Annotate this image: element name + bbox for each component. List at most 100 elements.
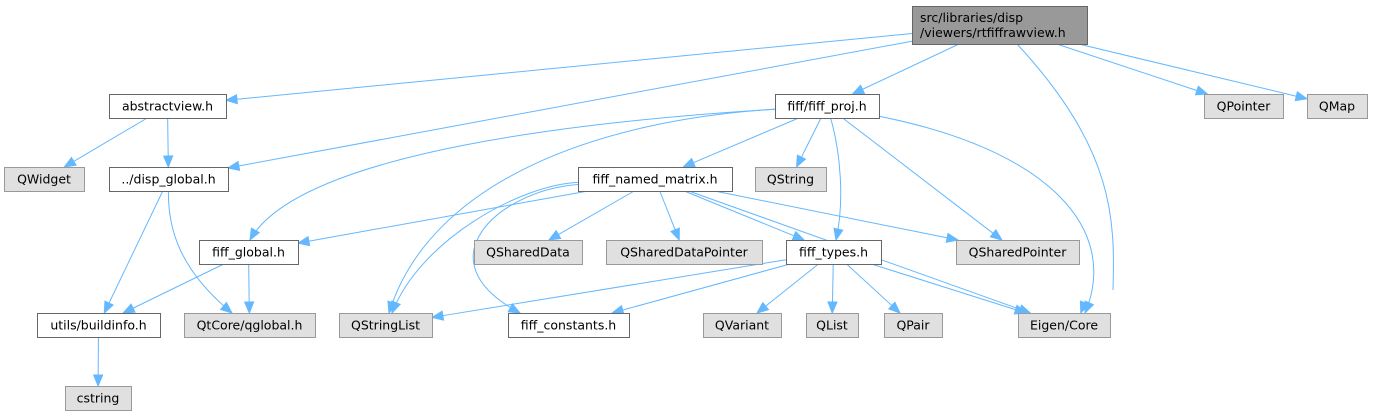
node-root[interactable]: src/libraries/disp/viewers/rtfiffrawview… [912,6,1088,45]
node-label: fiff_constants.h [521,318,616,333]
node-box [4,167,85,192]
arrowhead-icon [547,229,562,241]
node-box [199,240,299,265]
arrowhead-icon [887,301,901,314]
edge-fiff_proj-to-qstring [795,117,822,169]
arrowhead-icon [219,301,234,314]
node-label: QMap [1319,99,1355,114]
arrowhead-icon [1084,300,1095,315]
edge-fiff_proj-to-fiff_types [830,117,844,242]
arrowhead-icon [670,227,680,242]
edge-fiff_global-to-qglobal [243,263,255,315]
edge-fiff_types-to-qvariant [756,263,819,314]
nodes-layer: src/libraries/disp/viewers/rtfiffrawview… [4,6,1368,411]
node-box [884,313,943,338]
arrowhead-icon [224,93,238,105]
edge-root-to-qpointer [1056,43,1209,96]
edge-abstractview-to-qwidget [63,117,148,168]
node-box [37,313,161,338]
arrowhead-icon [249,227,261,242]
node-label: Eigen/Core [1030,318,1098,333]
node-box [184,313,316,338]
node-label: QSharedPointer [969,245,1068,260]
arrowhead-icon [851,84,866,95]
node-label: /viewers/rtfiffrawview.h [920,25,1066,40]
edge-fiff_named_matrix-to-qshareddatapointer [659,190,680,242]
edge-abstractview-to-disp_global [162,117,174,169]
node-box [578,167,733,192]
node-box [109,94,227,119]
arrowhead-icon [103,300,114,315]
arrowhead-icon [791,230,806,241]
edge-fiff_types-to-qstringlist [430,259,787,321]
node-qshareddatapointer: QSharedDataPointer [606,240,763,265]
node-box [339,313,433,338]
node-box [1018,313,1111,338]
node-label: fiff/fiff_proj.h [787,99,866,114]
node-disp-global[interactable]: ../disp_global.h [109,167,229,192]
node-box [806,313,859,338]
node-buildinfo[interactable]: utils/buildinfo.h [37,313,161,338]
node-box [1204,94,1284,119]
node-label: src/libraries/disp [920,10,1023,25]
arrowhead-icon [430,310,445,321]
edge-root-to-disp_global [226,40,913,172]
node-fiff-types[interactable]: fiff_types.h [786,240,882,265]
node-abstractview[interactable]: abstractview.h [109,94,227,119]
node-cstring: cstring [65,386,132,411]
arrowhead-icon [121,303,136,314]
node-label: QPair [896,318,930,333]
node-fiff-proj[interactable]: fiff/fiff_proj.h [775,94,880,119]
edge-fiff_named_matrix-to-qstringlist [391,181,579,315]
arrowhead-icon [226,160,241,172]
node-qglobal: QtCore/qglobal.h [184,313,316,338]
edge-root-to-abstractview [224,33,913,105]
arrowhead-icon [243,301,255,315]
node-qsharedpointer: QSharedPointer [956,240,1080,265]
edge-fiff_proj-to-qstringlist [387,108,776,315]
node-box [912,6,1088,45]
node-label: QList [816,318,848,333]
edge-fiff_named_matrix-to-fiff_types [684,190,806,241]
node-qshareddata: QSharedData [474,240,583,265]
node-fiff-constants[interactable]: fiff_constants.h [508,313,630,338]
node-qmap: QMap [1307,94,1368,119]
edge-fiff_named_matrix-to-qshareddata [547,190,635,241]
node-label: QWidget [17,172,71,187]
node-label: fiff_global.h [212,245,285,260]
node-qvariant: QVariant [703,313,782,338]
node-fiff-global[interactable]: fiff_global.h [199,240,299,265]
edge-fiff_global-to-buildinfo [121,263,225,314]
node-box [755,167,827,192]
node-box [1307,94,1368,119]
node-label: QSharedData [486,245,570,260]
arrowhead-icon [1294,91,1309,102]
node-box [109,167,229,192]
edge-fiff_proj-to-fiff_named_matrix [682,117,799,168]
arrowhead-icon [795,154,807,169]
node-label: fiff_named_matrix.h [592,172,717,187]
edge-fiff_named_matrix-to-fiff_constants [472,183,579,314]
edge-root-to-qmap [1078,43,1309,102]
node-qlist: QList [806,313,859,338]
node-qpointer: QPointer [1204,94,1284,119]
arrowhead-icon [391,300,402,315]
arrowhead-icon [296,235,311,247]
edge-buildinfo-to-cstring [92,336,104,388]
arrowhead-icon [833,227,844,242]
node-label: utils/buildinfo.h [50,318,146,333]
arrowhead-icon [507,302,522,314]
edge-fiff_named_matrix-to-fiff_global [296,190,589,247]
edge-fiff_proj-to-fiff_global [249,108,776,242]
node-qstring: QString [755,167,827,192]
node-qpair: QPair [884,313,943,338]
node-qstringlist: QStringList [339,313,433,338]
edge-root-to-eigen_core [1016,43,1114,315]
edge-fiff_named_matrix-to-qsharedpointer [714,190,960,243]
node-fiff-named-matrix[interactable]: fiff_named_matrix.h [578,167,733,192]
arrowhead-icon [682,157,696,168]
node-label: fiff_types.h [799,245,868,260]
node-box [65,386,132,411]
edge-fiff_types-to-qlist [827,263,838,315]
